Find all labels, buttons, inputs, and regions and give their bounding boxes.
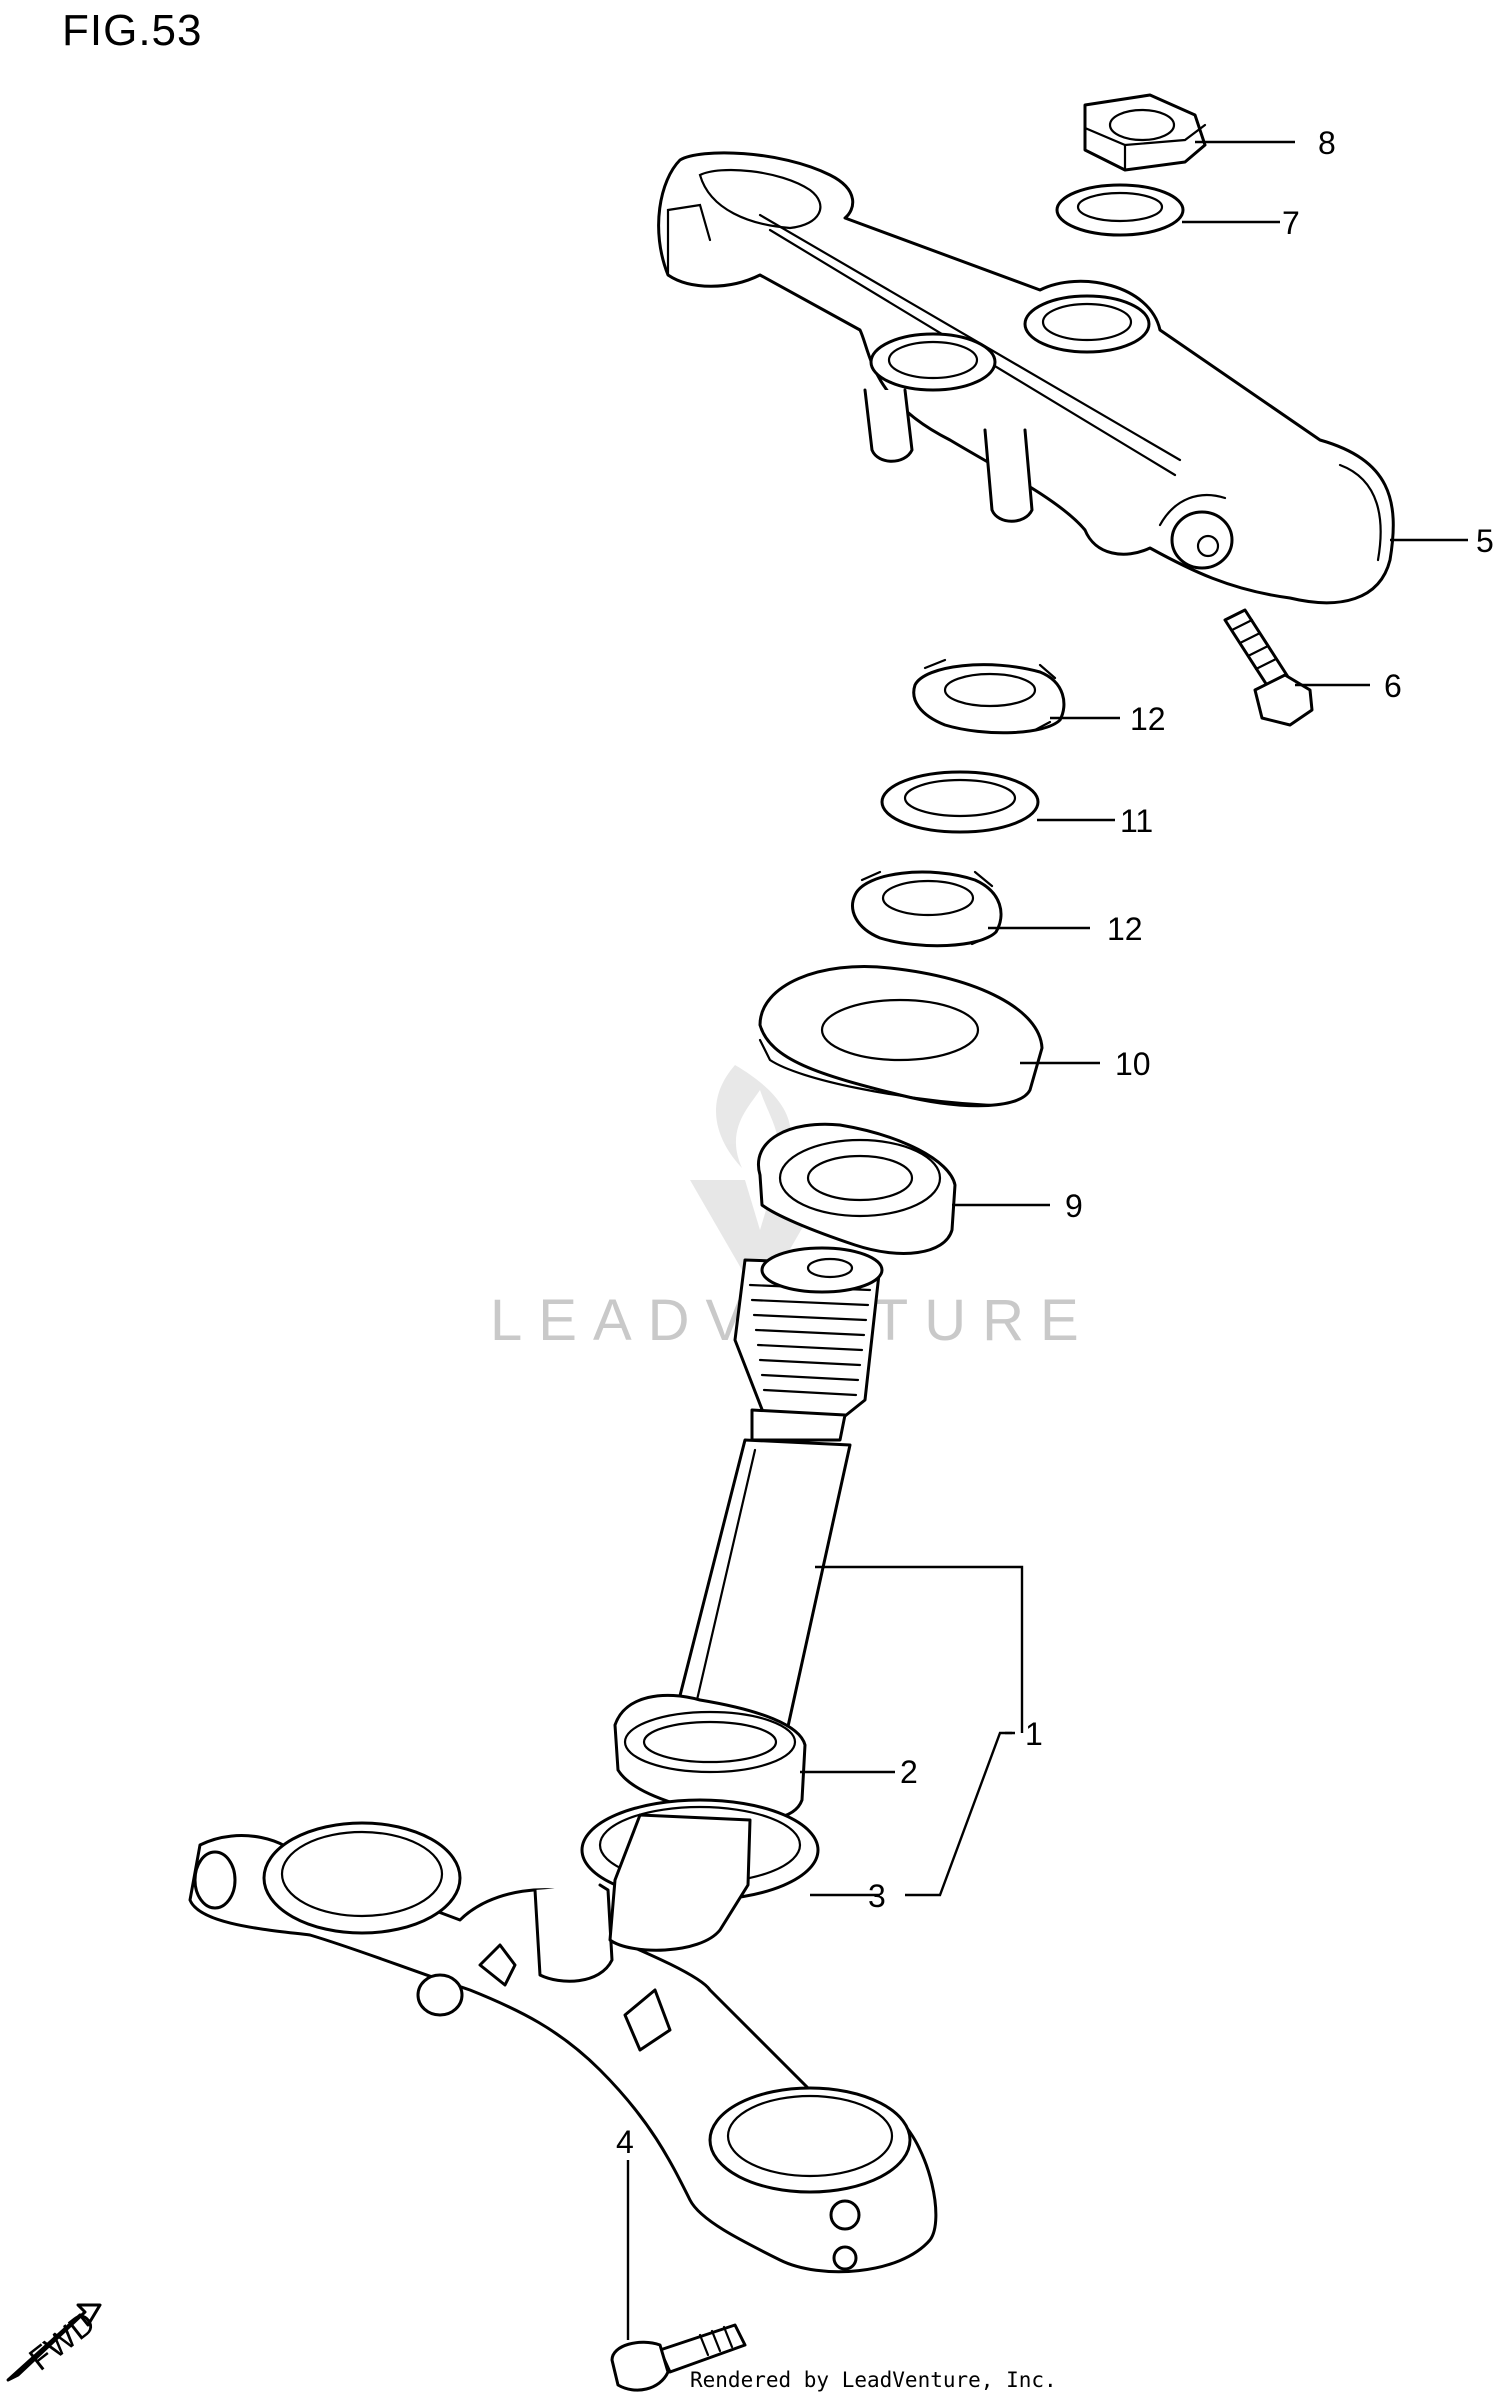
part-12-lock-nut-upper <box>912 658 1066 735</box>
part-8-nut <box>1083 93 1207 172</box>
part-7-washer <box>1055 183 1185 237</box>
callout-5: 5 <box>1476 523 1494 559</box>
part-12-lock-nut-lower <box>851 870 1003 948</box>
part-9-bearing <box>757 1122 957 1255</box>
part-11-washer <box>880 770 1040 834</box>
callout-2: 2 <box>900 1754 918 1790</box>
part-4-bolt <box>610 2323 747 2392</box>
callout-9: 9 <box>1065 1188 1083 1224</box>
part-6-bolt <box>1223 608 1314 727</box>
callout-10: 10 <box>1115 1046 1151 1082</box>
callout-6: 6 <box>1384 668 1402 704</box>
callout-4: 4 <box>616 2124 634 2160</box>
callout-labels: 8 7 5 6 12 11 12 10 9 1 2 3 4 <box>616 125 1494 2160</box>
part-3-dust-seal <box>580 1798 820 1952</box>
callout-12-upper: 12 <box>1130 701 1166 737</box>
part-10-dust-seal <box>758 965 1044 1108</box>
figure-title: FIG.53 <box>62 6 203 55</box>
render-credit: Rendered by LeadVenture, Inc. <box>690 2368 1057 2392</box>
part-1-steering-stem <box>188 1246 938 2274</box>
fwd-arrow: FWD <box>6 2303 102 2382</box>
callout-11: 11 <box>1120 803 1153 839</box>
callout-8: 8 <box>1318 125 1336 161</box>
callout-7: 7 <box>1282 205 1300 241</box>
callout-1: 1 <box>1025 1716 1043 1752</box>
part-5-upper-bracket <box>657 151 1395 605</box>
callout-12-lower: 12 <box>1107 911 1143 947</box>
callout-3: 3 <box>868 1878 886 1914</box>
leader-lines <box>626 140 1468 2340</box>
